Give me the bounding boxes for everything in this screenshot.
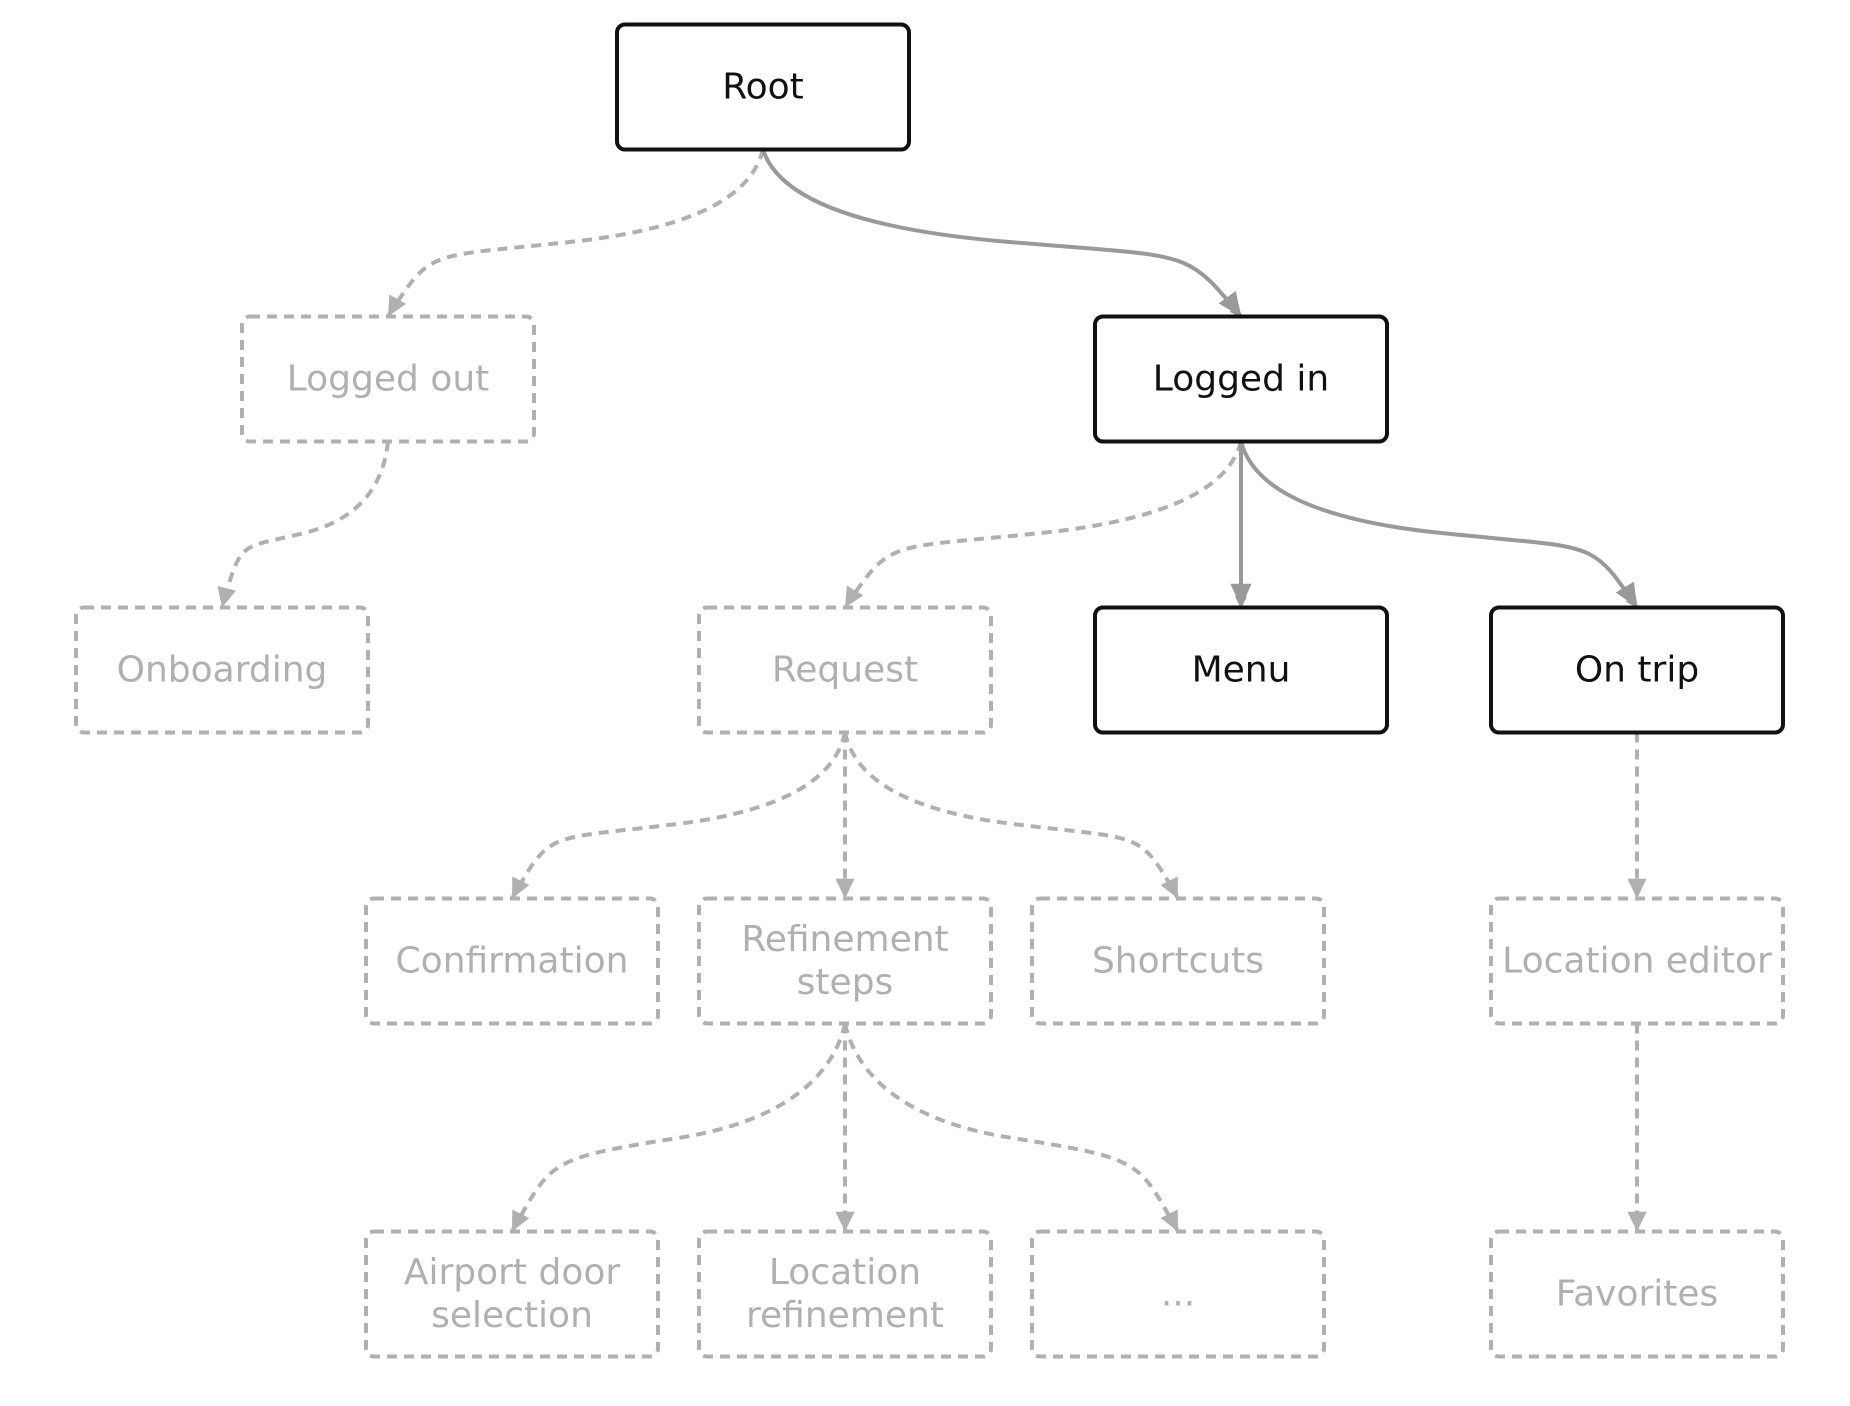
edge-request-to-confirmation bbox=[510, 732, 847, 900]
edge-refinement-steps-to-airport-door-selection bbox=[510, 1023, 847, 1233]
node-label-root: Root bbox=[722, 67, 804, 108]
node-on-trip: On trip bbox=[1489, 605, 1785, 735]
edge-logged-out-to-onboarding bbox=[220, 441, 390, 609]
node-logged-in: Logged in bbox=[1093, 314, 1389, 444]
node-box-favorites bbox=[1489, 1229, 1785, 1359]
node-logged-out: Logged out bbox=[240, 314, 536, 444]
edge-arrowhead-1 bbox=[1218, 291, 1241, 317]
edge-arrowhead-7 bbox=[835, 878, 855, 899]
edge-arrowhead-4 bbox=[1230, 583, 1252, 608]
node-label-logged-out: Logged out bbox=[287, 359, 490, 400]
node-label-shortcuts: Shortcuts bbox=[1092, 941, 1264, 982]
node-label-favorites: Favorites bbox=[1556, 1274, 1719, 1315]
node-location-editor: Location editor bbox=[1489, 896, 1785, 1026]
edge-arrowhead-9 bbox=[512, 1209, 530, 1232]
edge-arrowhead-0 bbox=[388, 294, 407, 317]
node-onboarding: Onboarding bbox=[74, 605, 370, 735]
node-box-root bbox=[615, 22, 911, 152]
edge-root-to-logged-in bbox=[761, 148, 1243, 318]
node-label-confirmation: Confirmation bbox=[396, 941, 629, 982]
edge-arrowhead-10 bbox=[835, 1211, 855, 1232]
edge-logged-in-to-on-trip bbox=[1239, 440, 1639, 609]
node-menu: Menu bbox=[1093, 605, 1389, 735]
node-label-logged-in: Logged in bbox=[1153, 359, 1329, 400]
node-root: Root bbox=[615, 22, 911, 152]
edge-arrowhead-13 bbox=[1627, 1211, 1647, 1232]
node-ellipsis: ... bbox=[1030, 1229, 1326, 1359]
node-box-confirmation bbox=[364, 896, 660, 1026]
node-box-shortcuts bbox=[1030, 896, 1326, 1026]
node-request: Request bbox=[697, 605, 993, 735]
node-label-location-refinement-line-1: Location bbox=[769, 1252, 921, 1293]
node-label-location-refinement-line-2: refinement bbox=[746, 1295, 944, 1336]
node-label-ellipsis: ... bbox=[1161, 1274, 1195, 1315]
node-box-refinement-steps bbox=[697, 896, 993, 1026]
edge-arrowhead-12 bbox=[1627, 878, 1647, 899]
node-box-menu bbox=[1093, 605, 1389, 735]
node-label-onboarding: Onboarding bbox=[117, 650, 328, 691]
node-box-logged-out bbox=[240, 314, 536, 444]
node-shortcuts: Shortcuts bbox=[1030, 896, 1326, 1026]
edge-root-to-logged-out bbox=[386, 149, 765, 318]
node-label-location-editor: Location editor bbox=[1502, 941, 1772, 982]
node-label-refinement-steps-line-1: Refinement bbox=[741, 919, 948, 960]
node-box-logged-in bbox=[1093, 314, 1389, 444]
node-box-airport-door-selection bbox=[364, 1229, 660, 1359]
node-box-on-trip bbox=[1489, 605, 1785, 735]
node-box-onboarding bbox=[74, 605, 370, 735]
edge-arrowhead-5 bbox=[1615, 581, 1637, 608]
node-label-airport-door-selection-line-2: selection bbox=[431, 1295, 593, 1336]
edge-arrowhead-8 bbox=[1160, 876, 1178, 899]
edge-logged-in-to-request bbox=[843, 440, 1243, 609]
node-confirmation: Confirmation bbox=[364, 896, 660, 1026]
node-box-ellipsis bbox=[1030, 1229, 1326, 1359]
edge-arrowhead-2 bbox=[217, 585, 237, 608]
node-label-menu: Menu bbox=[1192, 650, 1291, 691]
node-favorites: Favorites bbox=[1489, 1229, 1785, 1359]
edge-refinement-steps-to-ellipsis bbox=[843, 1023, 1180, 1233]
node-label-refinement-steps-line-2: steps bbox=[797, 962, 894, 1003]
edge-arrowhead-6 bbox=[512, 876, 530, 899]
node-box-location-refinement bbox=[697, 1229, 993, 1359]
node-box-request bbox=[697, 605, 993, 735]
edges-layer bbox=[217, 148, 1647, 1233]
node-label-airport-door-selection-line-1: Airport door bbox=[404, 1252, 621, 1293]
edge-request-to-shortcuts bbox=[843, 732, 1180, 900]
node-box-location-editor bbox=[1489, 896, 1785, 1026]
edge-arrowhead-3 bbox=[845, 585, 864, 608]
node-label-on-trip: On trip bbox=[1575, 650, 1699, 691]
edge-arrowhead-11 bbox=[1160, 1209, 1178, 1232]
node-label-request: Request bbox=[772, 650, 918, 691]
